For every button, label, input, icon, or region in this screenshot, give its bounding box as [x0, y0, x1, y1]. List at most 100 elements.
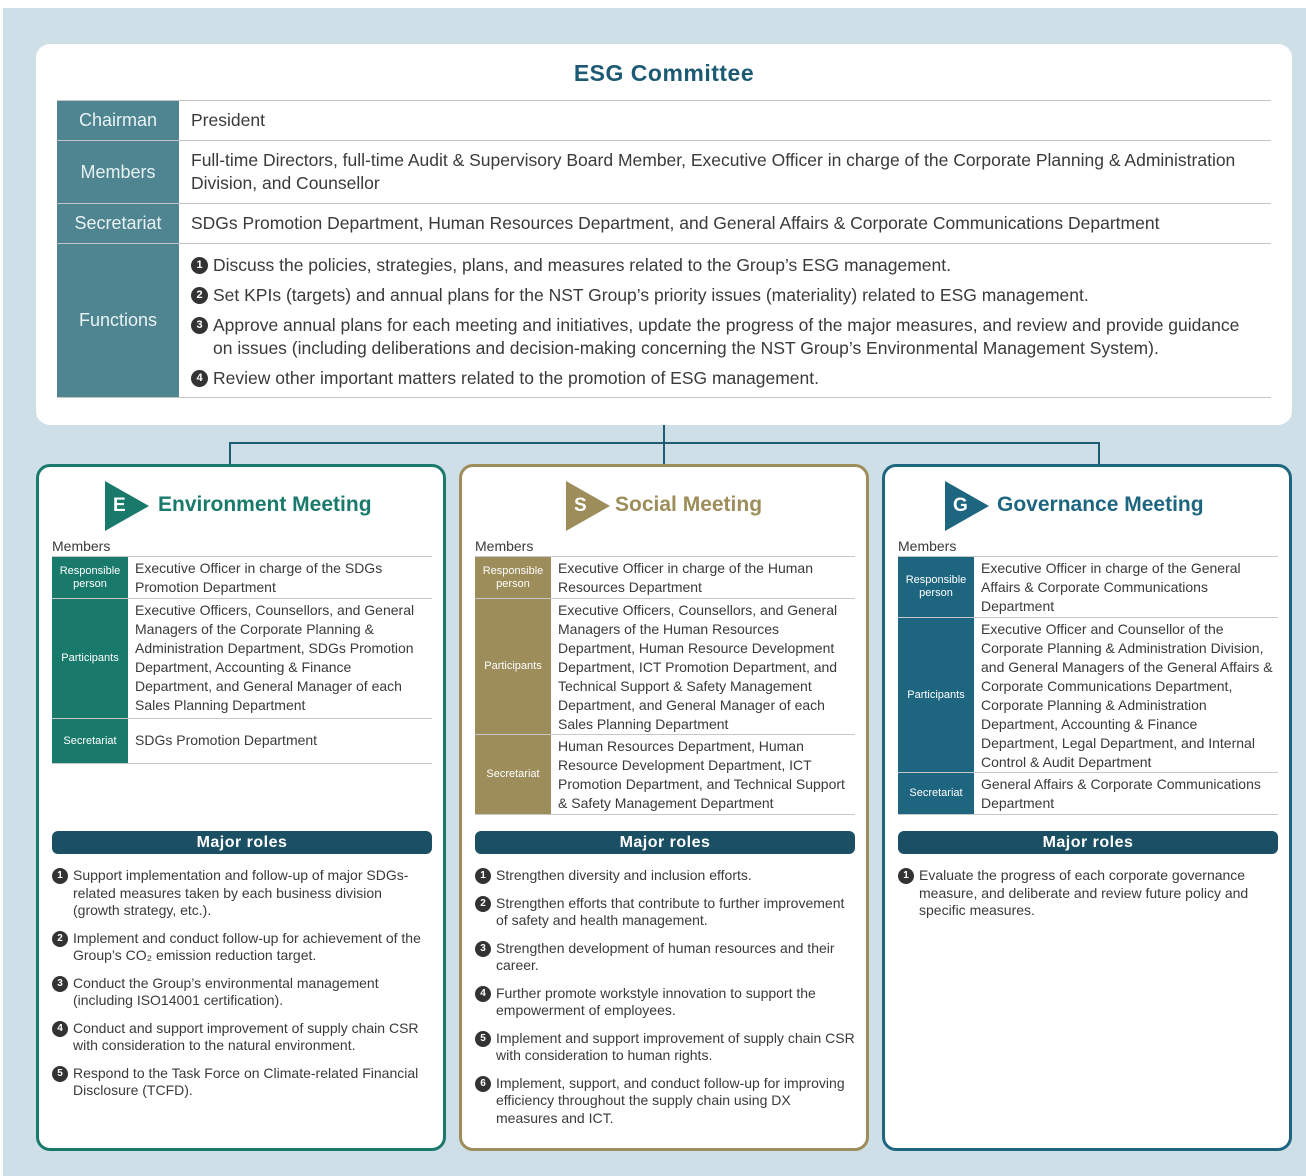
- environment-header: E Environment Meeting: [39, 481, 443, 531]
- number-badge-icon: 6: [475, 1075, 491, 1092]
- number-badge-icon: 2: [52, 930, 68, 947]
- environment-members-table: Responsible person Executive Officer in …: [52, 556, 432, 764]
- connector-vertical-main: [663, 425, 665, 443]
- number-badge-icon: 4: [191, 370, 208, 387]
- major-roles-heading: Major roles: [475, 831, 855, 854]
- secretariat-label: Secretariat: [57, 204, 179, 243]
- secretariat-label: Secretariat: [475, 735, 551, 814]
- function-text: Review other important matters related t…: [213, 368, 819, 388]
- secretariat-row: Secretariat General Affairs & Corporate …: [898, 773, 1278, 815]
- functions-list: 1 Discuss the policies, strategies, plans…: [179, 244, 1271, 397]
- governance-g-marker-icon: G: [945, 481, 989, 531]
- role-text: Strengthen efforts that contribute to fu…: [496, 894, 845, 929]
- responsible-row: Responsible person Executive Officer in …: [52, 557, 432, 599]
- role-item: 3 Conduct the Group’s environmental manag…: [52, 975, 432, 1010]
- function-item: 4 Review other important matters related …: [191, 367, 1261, 390]
- role-item: 6 Implement, support, and conduct follow-…: [475, 1075, 855, 1128]
- committee-table: Chairman President Members Full-time Dir…: [57, 100, 1271, 398]
- responsible-label: Responsible person: [52, 557, 128, 598]
- participants-label: Participants: [52, 599, 128, 718]
- secretariat-value: General Affairs & Corporate Communicatio…: [981, 776, 1261, 811]
- number-badge-icon: 5: [52, 1065, 68, 1082]
- function-text: Approve annual plans for each meeting an…: [213, 315, 1240, 358]
- functions-label: Functions: [57, 244, 179, 397]
- role-item: 2 Strengthen efforts that contribute to f…: [475, 895, 855, 930]
- responsible-label: Responsible person: [475, 557, 551, 598]
- responsible-value: Executive Officer in charge of the Human…: [558, 560, 813, 595]
- esg-committee-card: ESG Committee Chairman President Members…: [36, 44, 1292, 425]
- social-title: Social Meeting: [615, 493, 763, 516]
- role-text: Implement and conduct follow-up for achi…: [73, 929, 421, 964]
- secretariat-value: SDGs Promotion Department: [135, 732, 318, 748]
- number-badge-icon: 3: [52, 975, 68, 992]
- number-badge-icon: 5: [475, 1030, 491, 1047]
- participants-label: Participants: [898, 618, 974, 772]
- major-roles-heading: Major roles: [898, 831, 1278, 854]
- role-item: 4 Further promote workstyle innovation to…: [475, 985, 855, 1020]
- members-heading: Members: [898, 538, 957, 554]
- responsible-label: Responsible person: [898, 557, 974, 617]
- governance-members-table: Responsible person Executive Officer in …: [898, 556, 1278, 815]
- members-heading: Members: [475, 538, 534, 554]
- members-row: Members Full-time Directors, full-time A…: [57, 141, 1271, 204]
- number-badge-icon: 4: [475, 985, 491, 1002]
- role-text: Implement and support improvement of sup…: [496, 1029, 855, 1064]
- responsible-row: Responsible person Executive Officer in …: [898, 557, 1278, 618]
- role-text: Strengthen development of human resource…: [496, 939, 835, 974]
- secretariat-label: Secretariat: [52, 719, 128, 763]
- role-item: 3 Strengthen development of human resourc…: [475, 940, 855, 975]
- participants-row: Participants Executive Officer and Couns…: [898, 618, 1278, 773]
- social-s-marker-icon: S: [566, 481, 610, 531]
- environment-meeting-card: E Environment Meeting Members Responsibl…: [36, 464, 446, 1151]
- role-text: Evaluate the progress of each corporate …: [919, 867, 1249, 918]
- function-text: Set KPIs (targets) and annual plans for …: [213, 285, 1089, 305]
- responsible-row: Responsible person Executive Officer in …: [475, 557, 855, 599]
- participants-value: Executive Officer and Counsellor of the …: [981, 621, 1273, 770]
- functions-row: Functions 1 Discuss the policies, strateg…: [57, 244, 1271, 398]
- responsible-value: Executive Officer in charge of the Gener…: [981, 560, 1241, 614]
- secretariat-row: Secretariat SDGs Promotion Department: [52, 719, 432, 764]
- members-value: Full-time Directors, full-time Audit & S…: [191, 150, 1236, 193]
- committee-title: ESG Committee: [573, 60, 755, 86]
- environment-e-marker-icon: E: [105, 481, 149, 531]
- function-text: Discuss the policies, strategies, plans,…: [213, 255, 951, 275]
- environment-title: Environment Meeting: [158, 493, 372, 516]
- governance-meeting-card: G Governance Meeting Members Responsible…: [882, 464, 1292, 1151]
- secretariat-value: Human Resources Department, Human Resour…: [558, 738, 845, 811]
- number-badge-icon: 3: [475, 940, 491, 957]
- secretariat-row: Secretariat Human Resources Department, …: [475, 735, 855, 815]
- role-text: Implement, support, and conduct follow-u…: [496, 1074, 845, 1126]
- role-text: Further promote workstyle innovation to …: [496, 984, 816, 1019]
- function-item: 2 Set KPIs (targets) and annual plans for…: [191, 284, 1261, 307]
- connector-to-social: [663, 442, 665, 466]
- secretariat-value: SDGs Promotion Department, Human Resourc…: [191, 213, 1160, 233]
- participants-row: Participants Executive Officers, Counsel…: [52, 599, 432, 719]
- participants-row: Participants Executive Officers, Counsel…: [475, 599, 855, 735]
- secretariat-row: Secretariat SDGs Promotion Department, H…: [57, 204, 1271, 244]
- participants-label: Participants: [475, 599, 551, 734]
- role-text: Conduct the Group’s environmental manage…: [73, 974, 379, 1009]
- chairman-label: Chairman: [57, 101, 179, 140]
- number-badge-icon: 2: [475, 895, 491, 912]
- number-badge-icon: 2: [191, 287, 208, 304]
- participants-value: Executive Officers, Counsellors, and Gen…: [558, 602, 838, 732]
- social-members-table: Responsible person Executive Officer in …: [475, 556, 855, 815]
- major-roles-heading: Major roles: [52, 831, 432, 854]
- role-text: Support implementation and follow-up of …: [73, 867, 409, 918]
- connector-to-governance: [1098, 442, 1100, 466]
- role-text: Conduct and support improvement of suppl…: [73, 1019, 419, 1054]
- role-item: 5 Implement and support improvement of su…: [475, 1030, 855, 1065]
- connector-to-environment: [229, 442, 231, 466]
- number-badge-icon: 1: [191, 257, 208, 274]
- role-item: 2 Implement and conduct follow-up for ach…: [52, 930, 432, 965]
- chairman-row: Chairman President: [57, 101, 1271, 141]
